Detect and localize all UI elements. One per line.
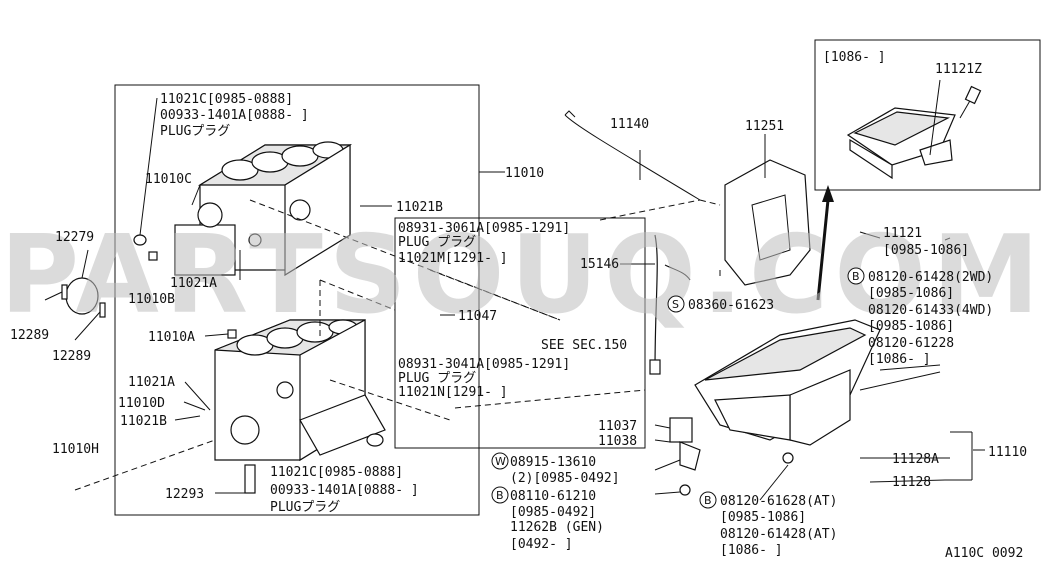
note-lower-3: PLUGプラグ [270, 500, 340, 515]
part-11047[interactable]: 11047 [458, 309, 497, 324]
part-11038[interactable]: 11038 [598, 434, 637, 449]
note-bolt-b1-6: [1086- ] [868, 352, 931, 367]
note-oilpan-2: [0985-1086] [883, 243, 969, 258]
part-12289-a[interactable]: 12289 [10, 328, 49, 343]
note-bolt-b2-1[interactable]: 08110-61210 [510, 489, 596, 504]
part-15146[interactable]: 15146 [580, 257, 619, 272]
note-bolt-b2-3[interactable]: 11262B (GEN) [510, 520, 604, 535]
part-12293[interactable]: 12293 [165, 487, 204, 502]
note-lower-1: 11021C[0985-0888] [270, 465, 403, 480]
note-upper-1: 11021C[0985-0888] [160, 92, 293, 107]
note-bolt-b3-3[interactable]: 08120-61428(AT) [720, 527, 837, 542]
circle-b-mark [847, 267, 865, 285]
part-11010c[interactable]: 11010C [145, 172, 192, 187]
inset-arrow [816, 199, 830, 301]
circle-b-letter: B [852, 270, 860, 283]
part-11251[interactable]: 11251 [745, 119, 784, 134]
part-11010h[interactable]: 11010H [52, 442, 99, 457]
note-plug-3041-b: PLUG プラグ [398, 371, 476, 386]
inset-frame [814, 39, 1041, 191]
note-bolt-b1-4: [0985-1086] [868, 319, 954, 334]
note-bolt-b1-1[interactable]: 08120-61428(2WD) [868, 270, 993, 285]
part-11110[interactable]: 11110 [988, 445, 1027, 460]
part-11128a[interactable]: 11128A [892, 452, 939, 467]
dipstick-guide [654, 234, 658, 371]
part-11121z[interactable]: 11121Z [935, 62, 982, 77]
note-upper-2: 00933-1401A[0888- ] [160, 108, 309, 123]
part-11010[interactable]: 11010 [505, 166, 544, 181]
note-plug-3041-a: 08931-3041A[0985-1291] [398, 357, 570, 372]
part-11010a[interactable]: 11010A [148, 330, 195, 345]
note-bolt-b3-1[interactable]: 08120-61628(AT) [720, 494, 837, 509]
note-lower-2: 00933-1401A[0888- ] [270, 483, 419, 498]
circle-w-letter: W [495, 455, 506, 468]
circle-b3-letter: B [704, 494, 712, 507]
note-bolt-b2-4: [0492- ] [510, 537, 573, 552]
part-11037[interactable]: 11037 [598, 419, 637, 434]
dashed-lines [74, 199, 721, 491]
note-upper-3: PLUGプラグ [160, 124, 230, 139]
note-plug-3061-c: 11021M[1291- ] [398, 251, 508, 266]
part-11021b-upper[interactable]: 11021B [396, 200, 443, 215]
note-oilpan-1[interactable]: 11121 [883, 226, 922, 241]
engine-block-frame [114, 84, 480, 516]
note-washer-w-1[interactable]: 08915-13610 [510, 455, 596, 470]
part-11010d[interactable]: 11010D [118, 396, 165, 411]
note-bolt-b1-3[interactable]: 08120-61433(4WD) [868, 303, 993, 318]
note-plug-3061-a: 08931-3061A[0985-1291] [398, 221, 570, 236]
leader-lines [44, 79, 985, 501]
inset-date-label: [1086- ] [823, 50, 886, 65]
note-bolt-b2-2: [0985-0492] [510, 505, 596, 520]
note-bolt-b3-4: [1086- ] [720, 543, 783, 558]
oil-pan [694, 319, 881, 464]
circle-b2-mark [491, 486, 509, 504]
note-plug-3041-c: 11021N[1291- ] [398, 385, 508, 400]
circle-s-letter: S [672, 298, 679, 311]
circle-b2-letter: B [496, 489, 504, 502]
note-screw-s[interactable]: 08360-61623 [688, 298, 774, 313]
part-11021b-lower[interactable]: 11021B [120, 414, 167, 429]
rear-plate [724, 159, 811, 286]
upper-cylinder-block [174, 141, 353, 280]
figure-code: A110C 0092 [945, 546, 1023, 561]
note-plug-3061-b: PLUG プラグ [398, 235, 476, 250]
note-bolt-b1-5[interactable]: 08120-61228 [868, 336, 954, 351]
part-11010b[interactable]: 11010B [128, 292, 175, 307]
circle-w-mark [491, 452, 509, 470]
watermark: PARTSOUQ.COM [0, 213, 1045, 338]
note-washer-w-2: (2)[0985-0492] [510, 471, 620, 486]
part-11021a-upper[interactable]: 11021A [170, 276, 217, 291]
note-bolt-b1-2: [0985-1086] [868, 286, 954, 301]
note-bolt-b3-2: [0985-1086] [720, 510, 806, 525]
inset-oil-pan [846, 85, 982, 180]
part-12279[interactable]: 12279 [55, 230, 94, 245]
note-see-sec[interactable]: SEE SEC.150 [541, 338, 627, 353]
dipstick-line [564, 114, 701, 201]
seal-retainer-b [99, 302, 106, 318]
part-11128[interactable]: 11128 [892, 475, 931, 490]
circle-s-mark [667, 295, 685, 313]
circle-b3-mark [699, 491, 717, 509]
part-11140[interactable]: 11140 [610, 117, 649, 132]
part-12289-b[interactable]: 12289 [52, 349, 91, 364]
lower-cylinder-block [214, 318, 386, 494]
part-11021a-lower[interactable]: 11021A [128, 375, 175, 390]
oil-strainer [669, 417, 693, 443]
